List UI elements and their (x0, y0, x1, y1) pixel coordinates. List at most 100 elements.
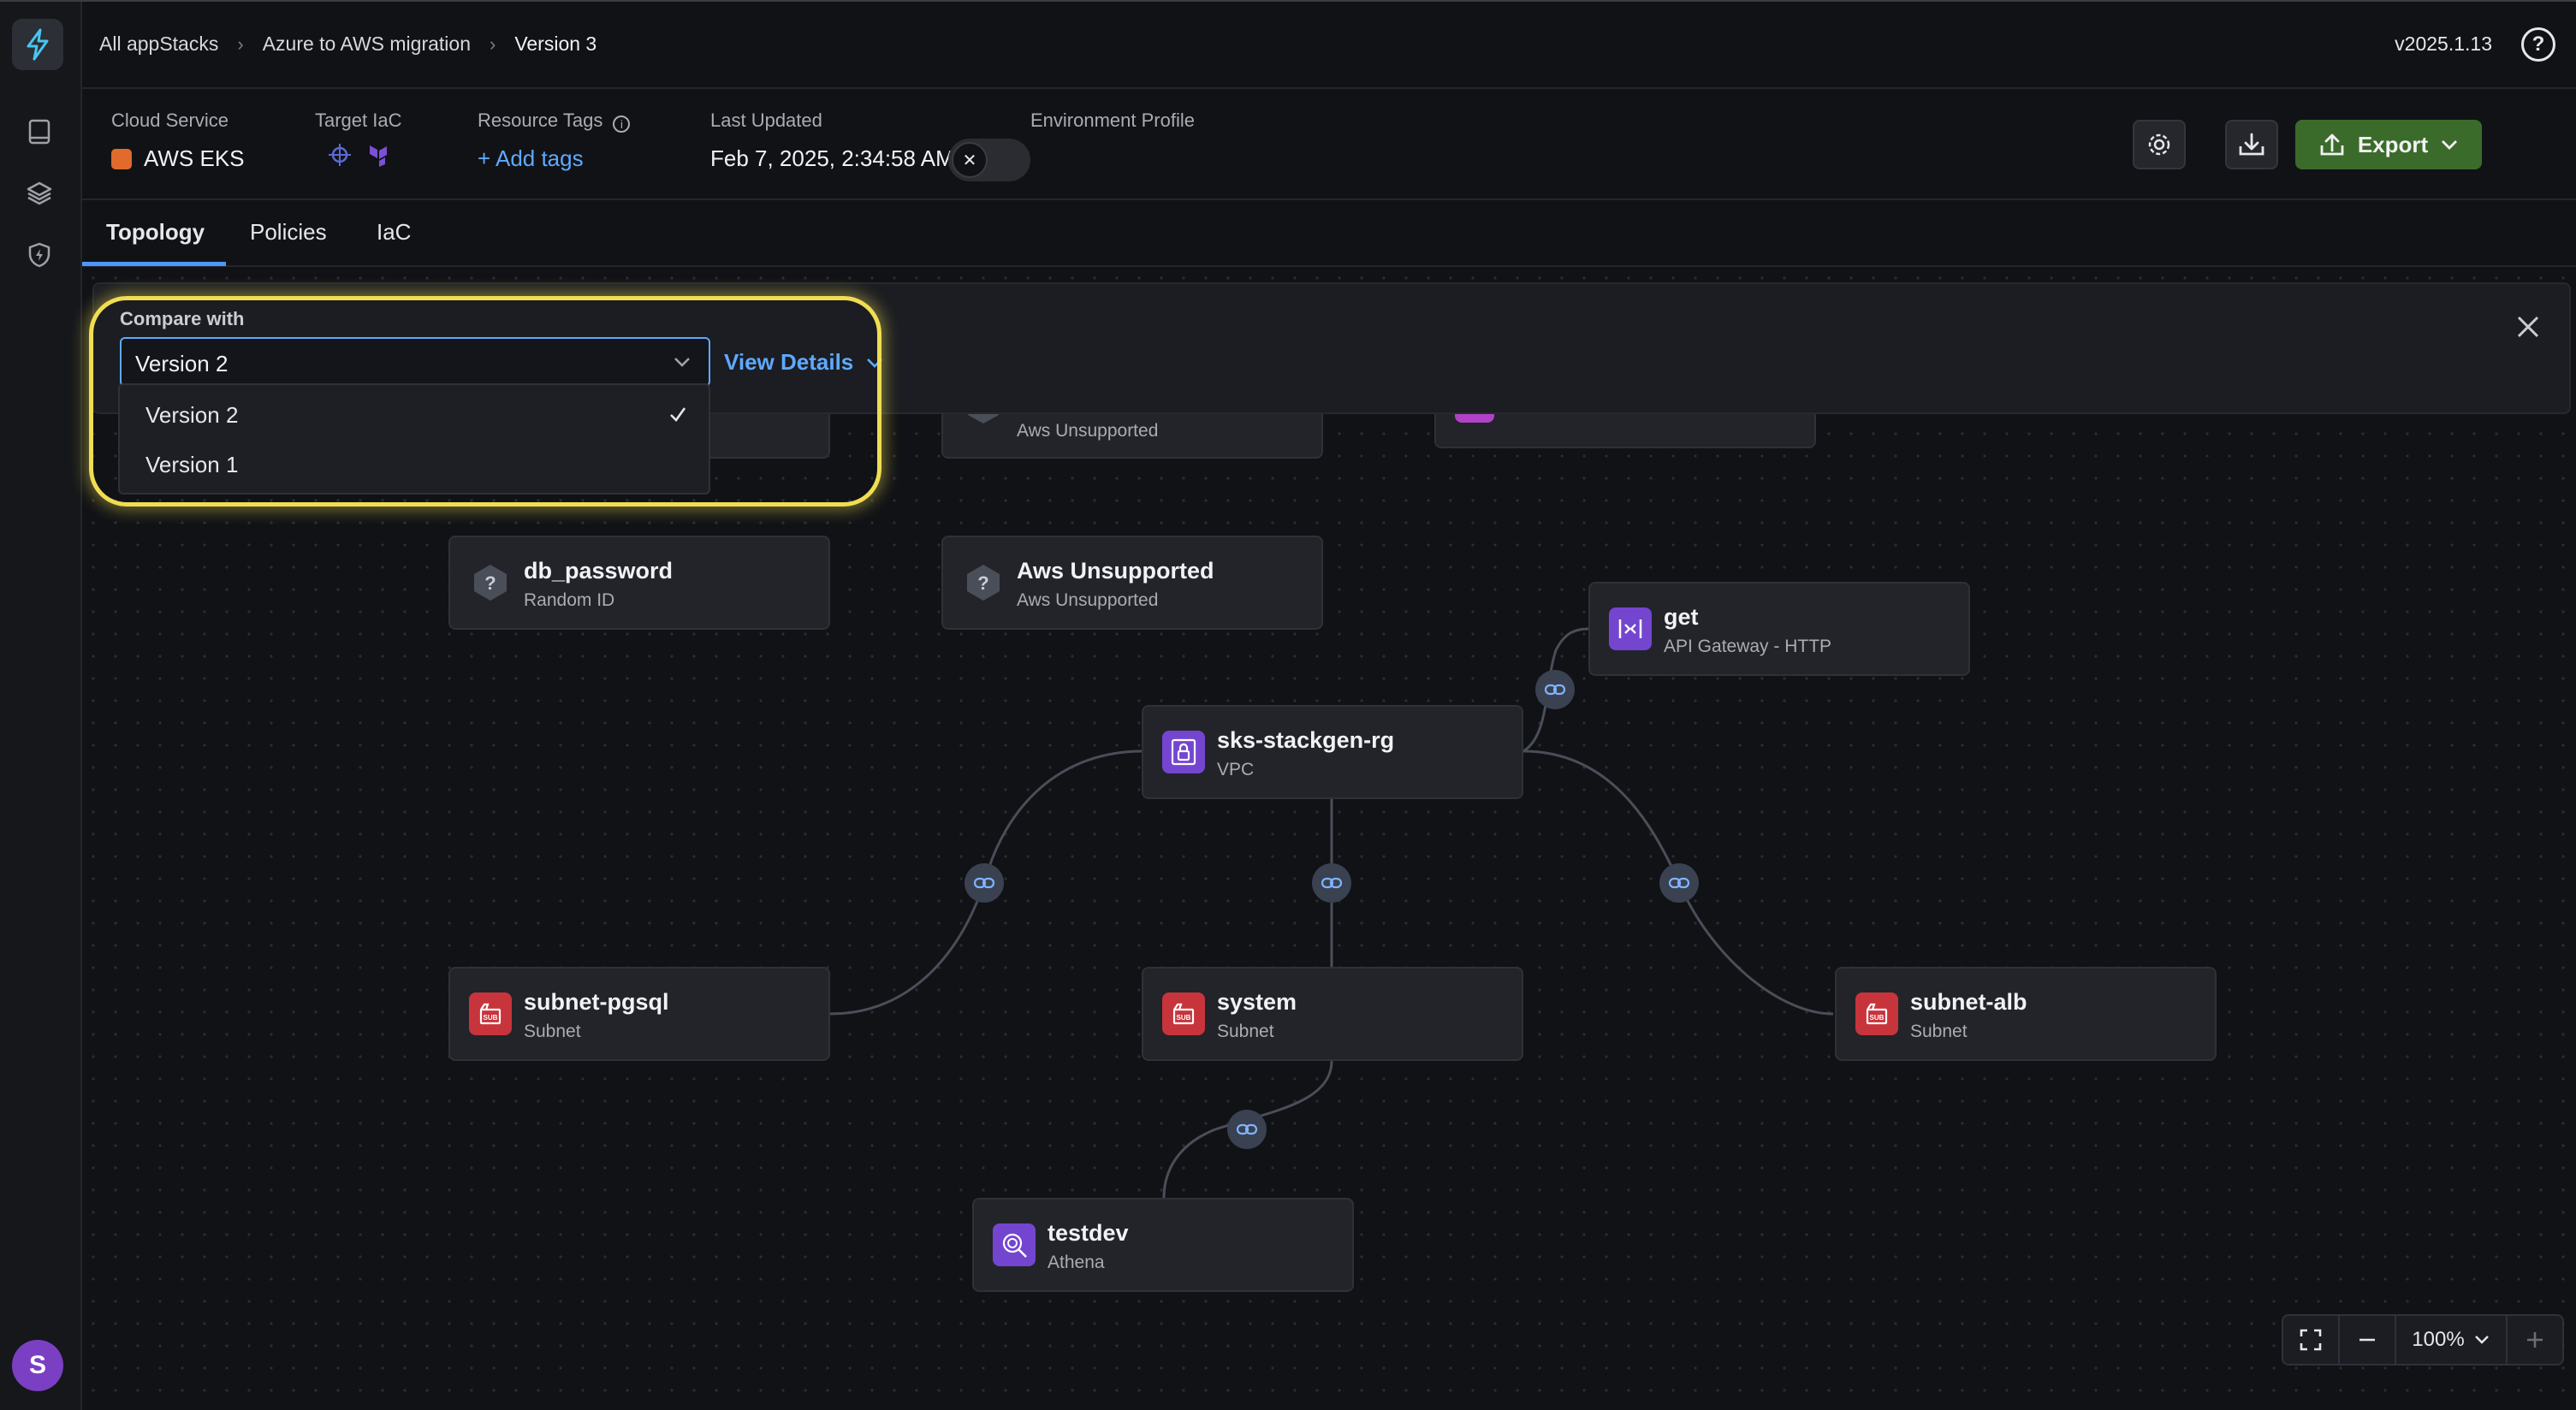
upload-icon (2320, 133, 2344, 156)
top-header: All appStacks › Azure to AWS migration ›… (82, 2, 2576, 89)
layers-icon[interactable] (24, 178, 55, 209)
node-subtitle: API Gateway - HTTP (1664, 637, 1832, 656)
last-updated-value: Feb 7, 2025, 2:34:58 AM (710, 145, 954, 171)
api-gateway-icon (1609, 607, 1652, 650)
fullscreen-icon (2300, 1329, 2322, 1351)
link-icon[interactable] (1659, 863, 1699, 903)
node-subtitle: VPC (1217, 760, 1255, 779)
zoom-level-select[interactable]: 100% (2396, 1316, 2506, 1364)
breadcrumb-all-appstacks[interactable]: All appStacks (99, 33, 219, 55)
target-iac-icons (327, 142, 392, 168)
chevron-right-icon: › (237, 33, 244, 55)
download-button[interactable] (2225, 120, 2278, 169)
tab-iac[interactable]: IaC (377, 219, 412, 245)
environment-profile-label: Environment Profile (1030, 110, 1195, 131)
tab-policies[interactable]: Policies (250, 219, 327, 245)
node-title: system (1217, 989, 1297, 1015)
node-subtitle: Subnet (524, 1022, 581, 1041)
compare-with-label: Compare with (120, 308, 245, 329)
vpc-lock-icon (1162, 731, 1205, 773)
node-subtitle: Aws Unsupported (1017, 421, 1159, 441)
link-icon[interactable] (1312, 863, 1351, 903)
export-label: Export (2357, 131, 2429, 157)
svg-text:SUB: SUB (484, 1014, 498, 1022)
fit-view-button[interactable] (2283, 1316, 2338, 1364)
minus-icon (2359, 1338, 2375, 1342)
plus-icon (2527, 1332, 2543, 1348)
node-subnet-pgsql[interactable]: SUB subnet-pgsql Subnet (448, 967, 830, 1061)
checkmark-icon (670, 407, 686, 423)
compare-panel: Compare with Version 2 View Details (92, 282, 2571, 414)
cloud-service-value: AWS EKS (111, 145, 245, 172)
close-icon (2517, 316, 2539, 338)
node-subtitle: Athena (1048, 1253, 1105, 1272)
subnet-icon: SUB (1162, 992, 1205, 1035)
user-avatar[interactable]: S (12, 1340, 63, 1391)
node-title: subnet-alb (1910, 989, 2027, 1015)
tab-topology[interactable]: Topology (106, 219, 205, 245)
chevron-down-icon (2474, 1336, 2489, 1344)
subnet-icon: SUB (469, 992, 512, 1035)
link-icon[interactable] (1535, 670, 1575, 709)
node-title: Aws Unsupported (1017, 558, 1214, 584)
environment-profile-toggle[interactable]: ✕ (948, 139, 1030, 181)
athena-icon (993, 1223, 1036, 1266)
question-hexagon-icon: ? (962, 561, 1005, 604)
question-hexagon-icon: ? (469, 561, 512, 604)
version-dropdown-menu: Version 2 Version 1 (118, 383, 710, 495)
view-details-button[interactable]: View Details (724, 349, 884, 376)
node-db-password[interactable]: ? db_password Random ID (448, 536, 830, 630)
node-subtitle: Subnet (1217, 1022, 1274, 1041)
zoom-out-button[interactable] (2340, 1316, 2395, 1364)
node-subtitle: Random ID (524, 590, 615, 610)
node-get[interactable]: get API Gateway - HTTP (1588, 582, 1970, 676)
node-title: db_password (524, 558, 674, 584)
node-subnet-alb[interactable]: SUB subnet-alb Subnet (1835, 967, 2217, 1061)
add-tags-link[interactable]: + Add tags (478, 145, 584, 171)
toggle-x-icon: ✕ (952, 142, 988, 178)
shield-bolt-icon[interactable] (24, 240, 55, 270)
export-button[interactable]: Export (2295, 120, 2482, 169)
link-icon[interactable] (965, 863, 1004, 903)
active-tab-indicator (82, 262, 226, 266)
aws-icon (111, 149, 132, 169)
zoom-in-button[interactable] (2508, 1316, 2562, 1364)
gear-icon (2148, 133, 2170, 156)
app-version: v2025.1.13 (2395, 33, 2492, 55)
node-subtitle: Aws Unsupported (1017, 590, 1159, 610)
node-title: get (1664, 604, 1699, 630)
download-icon (2239, 133, 2264, 156)
chevron-down-icon (2442, 140, 2458, 150)
last-updated-label: Last Updated (710, 110, 822, 131)
link-icon[interactable] (1227, 1110, 1267, 1149)
stack-info-bar: Cloud Service AWS EKS Target IaC Resourc… (82, 89, 2576, 200)
close-compare-button[interactable] (2511, 310, 2545, 344)
node-sks-stackgen-rg[interactable]: sks-stackgen-rg VPC (1142, 705, 1523, 799)
breadcrumb-project[interactable]: Azure to AWS migration (262, 33, 471, 55)
node-title: sks-stackgen-rg (1217, 727, 1395, 753)
selected-version: Version 2 (135, 351, 229, 376)
node-title: testdev (1048, 1220, 1129, 1246)
top-border (0, 0, 2576, 2)
book-icon[interactable] (24, 116, 55, 147)
breadcrumb: All appStacks › Azure to AWS migration ›… (99, 33, 597, 56)
node-aws-unsupported[interactable]: ? Aws Unsupported Aws Unsupported (941, 536, 1323, 630)
svg-text:SUB: SUB (1177, 1014, 1191, 1022)
left-rail: S (0, 2, 82, 1410)
compare-version-select[interactable]: Version 2 (120, 337, 710, 387)
node-subtitle: Subnet (1910, 1022, 1968, 1041)
resource-tags-label: Resource Tags i (478, 110, 631, 133)
app-logo[interactable] (12, 19, 63, 70)
dropdown-option-version-1[interactable]: Version 1 (145, 452, 239, 477)
info-icon: i (613, 116, 631, 133)
node-title: subnet-pgsql (524, 989, 669, 1015)
node-testdev[interactable]: testdev Athena (972, 1198, 1354, 1292)
chevron-down-icon (867, 358, 883, 368)
svg-text:?: ? (977, 572, 988, 594)
dropdown-option-version-2[interactable]: Version 2 (145, 402, 239, 428)
settings-button[interactable] (2133, 120, 2186, 169)
help-icon[interactable]: ? (2521, 27, 2555, 62)
node-system[interactable]: SUB system Subnet (1142, 967, 1523, 1061)
zoom-controls: 100% (2282, 1314, 2564, 1366)
zoom-level: 100% (2412, 1328, 2465, 1351)
